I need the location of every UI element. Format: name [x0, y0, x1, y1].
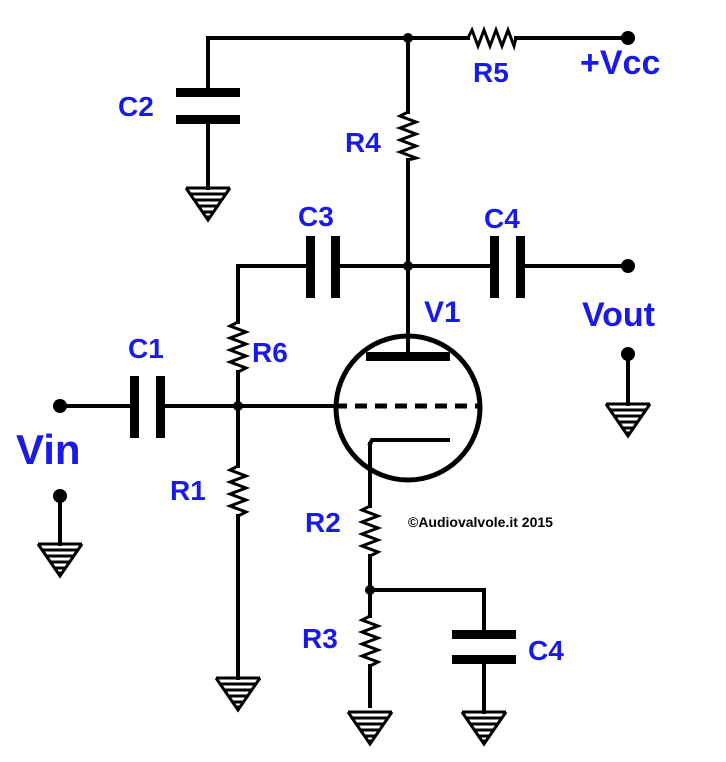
resistor-r4: [395, 110, 422, 162]
ground-symbol: [214, 676, 262, 713]
resistor-r2: [357, 504, 383, 558]
resistors: [225, 25, 518, 668]
triode-v1: [333, 333, 483, 483]
ground-symbol: [36, 542, 84, 579]
ground-symbol: [460, 710, 508, 747]
label-c2: C2: [118, 91, 154, 122]
label-vout: Vout: [582, 296, 655, 334]
ground-symbol: [346, 710, 394, 747]
resistor-r1: [225, 464, 251, 518]
capacitor-c2: [176, 88, 240, 124]
label-v1: V1: [424, 296, 461, 329]
label-r5: R5: [473, 57, 509, 88]
label-c3: C3: [298, 201, 334, 232]
label-r4: R4: [345, 127, 381, 158]
wires: [58, 36, 630, 714]
tube-anode: [366, 352, 450, 361]
label-vin: Vin: [16, 426, 81, 473]
junction-dot: [365, 585, 375, 595]
terminal-vout: [621, 259, 635, 273]
label-vcc: +Vcc: [580, 44, 660, 82]
tube-cathode: [367, 438, 450, 447]
capacitor-c1: [130, 376, 165, 438]
label-r1: R1: [170, 475, 206, 506]
credit-text: ©Audiovalvole.it 2015: [408, 514, 553, 530]
junction-dot: [403, 261, 413, 271]
resistor-r6: [225, 320, 251, 374]
label-c4-output: C4: [484, 203, 520, 234]
junction-dot: [403, 33, 413, 43]
capacitor-c4-cathode: [452, 630, 516, 664]
terminal-vout-ground: [621, 347, 635, 361]
label-c4-cathode: C4: [528, 635, 564, 666]
labels: C2 R5 +Vcc R4 C3 C4 V1 Vout C1 R6 Vin R1…: [16, 44, 660, 666]
ground-symbol: [184, 186, 232, 223]
terminal-vin-ground: [53, 489, 67, 503]
terminal-vin: [53, 399, 67, 413]
resistor-r5: [466, 25, 518, 52]
label-c1: C1: [128, 333, 164, 364]
label-r6: R6: [252, 337, 288, 368]
capacitor-c3: [306, 236, 340, 298]
grounds: [36, 186, 652, 747]
junctions: [53, 31, 635, 595]
capacitors: [130, 88, 525, 664]
terminal-vcc: [621, 31, 635, 45]
label-r3: R3: [302, 623, 338, 654]
capacitor-c4-output: [490, 236, 525, 298]
ground-symbol: [604, 402, 652, 439]
label-r2: R2: [305, 507, 341, 538]
resistor-r3: [357, 614, 383, 668]
junction-dot: [233, 401, 243, 411]
